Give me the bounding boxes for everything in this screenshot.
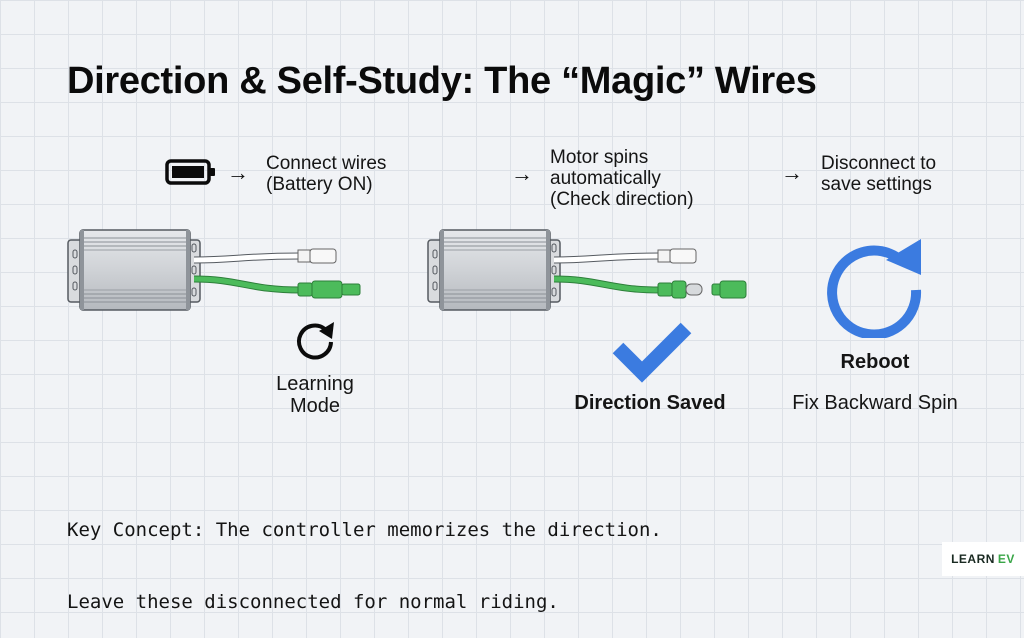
step-2-line-3: (Check direction) xyxy=(550,189,694,210)
learn-ev-logo: LEARN EV xyxy=(942,542,1024,576)
white-wire xyxy=(193,248,337,264)
step-3-text: Disconnect to save settings xyxy=(821,153,936,195)
step-1-line-1: Connect wires xyxy=(266,153,387,174)
controller-connected-illustration xyxy=(64,222,364,322)
step-2-line-2: automatically xyxy=(550,168,661,189)
white-wire xyxy=(553,248,697,264)
learning-mode-label: Learning Mode xyxy=(258,373,372,417)
logo-learn-text: LEARN xyxy=(951,552,995,566)
step-3-line-2: save settings xyxy=(821,174,932,195)
checkmark-icon xyxy=(606,316,698,393)
green-wire xyxy=(193,275,361,299)
key-concept-line-1: Key Concept: The controller memorizes th… xyxy=(67,519,662,541)
key-concept-text: Key Concept: The controller memorizes th… xyxy=(67,470,662,638)
step-2-arrow: → xyxy=(511,161,533,186)
reboot-label: Reboot xyxy=(840,351,910,373)
fix-backward-spin-label: Fix Backward Spin xyxy=(792,392,958,414)
controller-box xyxy=(427,229,561,311)
step-2-text: Motor spins automatically (Check directi… xyxy=(550,147,694,210)
green-wire-male-end xyxy=(553,275,703,299)
step-1-line-2: (Battery ON) xyxy=(266,174,373,195)
logo-ev-text: EV xyxy=(997,552,1015,566)
step-1-arrow: → xyxy=(227,160,249,185)
direction-saved-label: Direction Saved xyxy=(574,392,726,414)
page-title: Direction & Self-Study: The “Magic” Wire… xyxy=(67,60,817,102)
green-wire-female-end xyxy=(711,280,747,299)
battery-icon xyxy=(165,158,217,191)
step-1-text: Connect wires (Battery ON) xyxy=(266,153,386,195)
refresh-icon xyxy=(292,318,338,369)
learning-mode-line-2: Mode xyxy=(289,395,341,417)
step-3-line-1: Disconnect to xyxy=(821,153,937,174)
key-concept-line-2: Leave these disconnected for normal ridi… xyxy=(67,591,559,613)
learning-mode-line-1: Learning xyxy=(276,373,354,395)
step-2-line-1: Motor spins xyxy=(550,147,649,168)
step-3-arrow: → xyxy=(781,160,803,185)
reboot-icon xyxy=(820,228,930,343)
controller-disconnected-illustration xyxy=(424,222,754,322)
controller-box xyxy=(67,229,201,311)
